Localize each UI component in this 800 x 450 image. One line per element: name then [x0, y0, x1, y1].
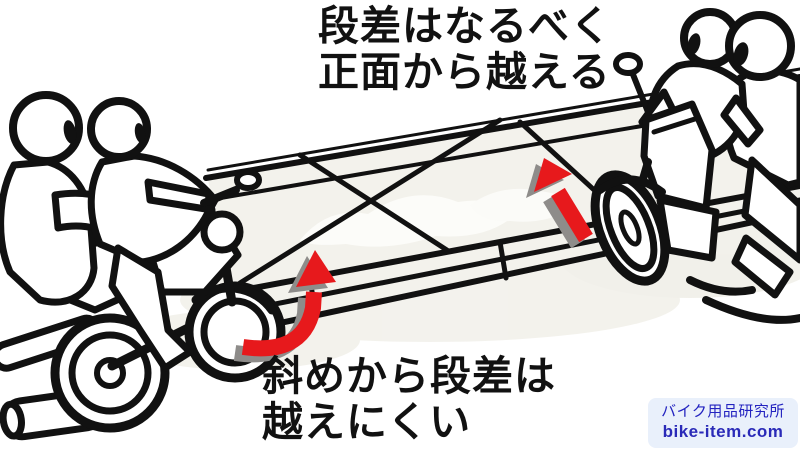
up-left-arrow-icon: [526, 158, 593, 249]
diagonal-approach-caption: 斜めから段差は 越えにくい: [262, 353, 556, 446]
left-motorcycle: [0, 91, 286, 441]
driver-helmet: [87, 97, 151, 161]
site-badge: バイク用品研究所 bike-item.com: [648, 397, 798, 448]
site-url: bike-item.com: [662, 421, 784, 441]
front-approach-line2: 正面から越える: [318, 48, 611, 95]
front-approach-caption: 段差はなるべく 正面から越える: [318, 3, 612, 96]
passenger-helmet: [9, 91, 83, 165]
diagonal-approach-line1: 斜めから段差は: [262, 353, 556, 399]
site-name: バイク用品研究所: [661, 402, 785, 420]
right-bike-mirror: [613, 52, 643, 76]
diagonal-approach-line2: 越えにくい: [262, 398, 472, 445]
curved-up-arrow-icon: [233, 250, 336, 363]
left-bike-mirror: [234, 169, 262, 191]
right-motorcycle: [590, 8, 800, 324]
front-approach-line1: 段差はなるべく: [318, 3, 612, 49]
